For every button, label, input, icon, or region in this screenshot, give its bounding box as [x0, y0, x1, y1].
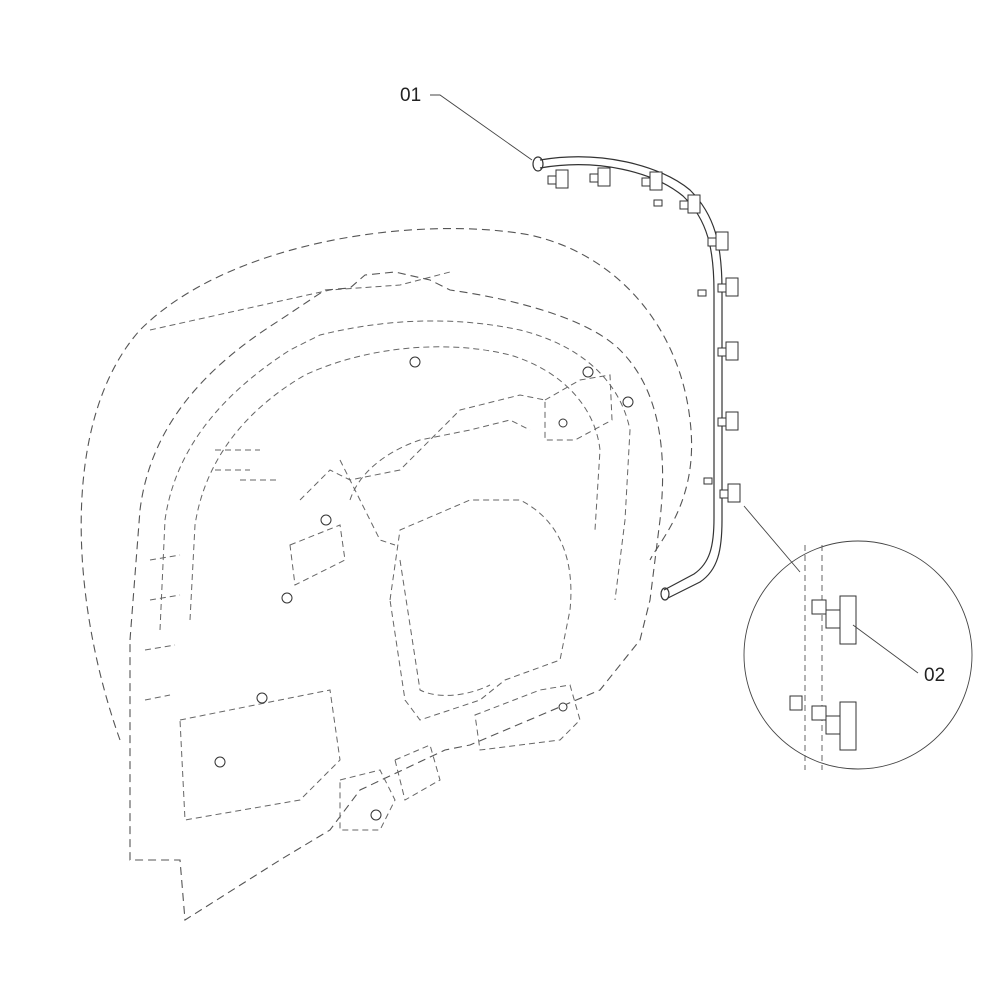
spray-pipe-boom	[532, 156, 723, 601]
tee-nozzle-fitting-icon	[589, 167, 611, 187]
callout-leaders	[430, 94, 919, 674]
tee-nozzle-fitting-icon	[717, 341, 739, 361]
tee-nozzle-fitting-icon	[547, 169, 569, 189]
tee-nozzle-fitting-icon	[811, 595, 857, 645]
tee-nozzle-fitting-icon	[717, 411, 739, 431]
tank-outline	[80, 228, 693, 741]
tee-nozzle-fitting-icon	[707, 231, 729, 251]
tee-nozzle-fitting-icon	[641, 171, 663, 191]
boom-fittings	[547, 167, 741, 503]
frame-body	[129, 271, 664, 921]
tee-nozzle-fitting-icon	[717, 277, 739, 297]
tee-nozzle-fitting-icon	[719, 483, 741, 503]
callout-part-01: 01	[400, 85, 422, 106]
frame-nuts	[214, 356, 634, 821]
tee-nozzle-fitting-icon	[679, 194, 701, 214]
detail-view	[743, 505, 973, 770]
callout-part-02: 02	[924, 665, 946, 686]
tee-nozzle-fitting-icon	[811, 701, 857, 751]
